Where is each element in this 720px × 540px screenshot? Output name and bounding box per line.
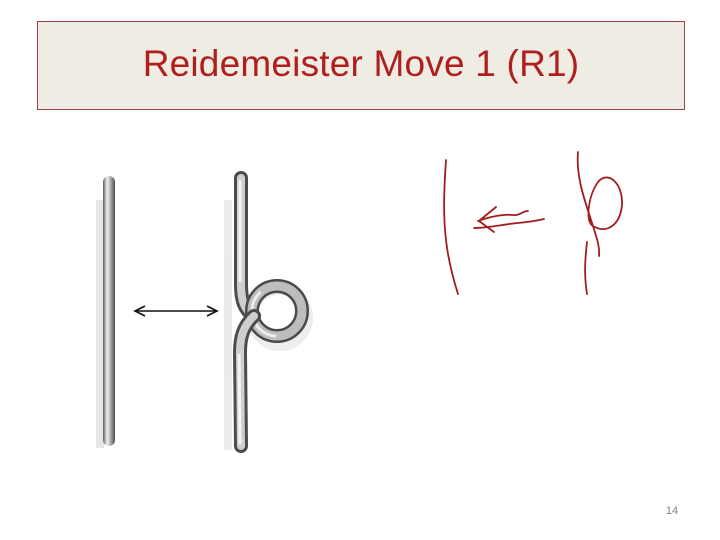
slide-title: Reidemeister Move 1 (R1) bbox=[142, 42, 580, 84]
curled-strand bbox=[232, 171, 309, 453]
sketch-curled-strand bbox=[576, 151, 623, 295]
straight-strand bbox=[103, 176, 115, 446]
double-arrow bbox=[133, 305, 219, 317]
handwritten-sketch bbox=[443, 151, 623, 295]
title-box: Reidemeister Move 1 (R1) bbox=[37, 21, 685, 110]
sketch-arrow bbox=[473, 206, 545, 233]
straight-strand-shadow bbox=[96, 200, 104, 448]
sketch-straight-strand bbox=[443, 159, 459, 295]
page-number: 14 bbox=[665, 505, 679, 517]
